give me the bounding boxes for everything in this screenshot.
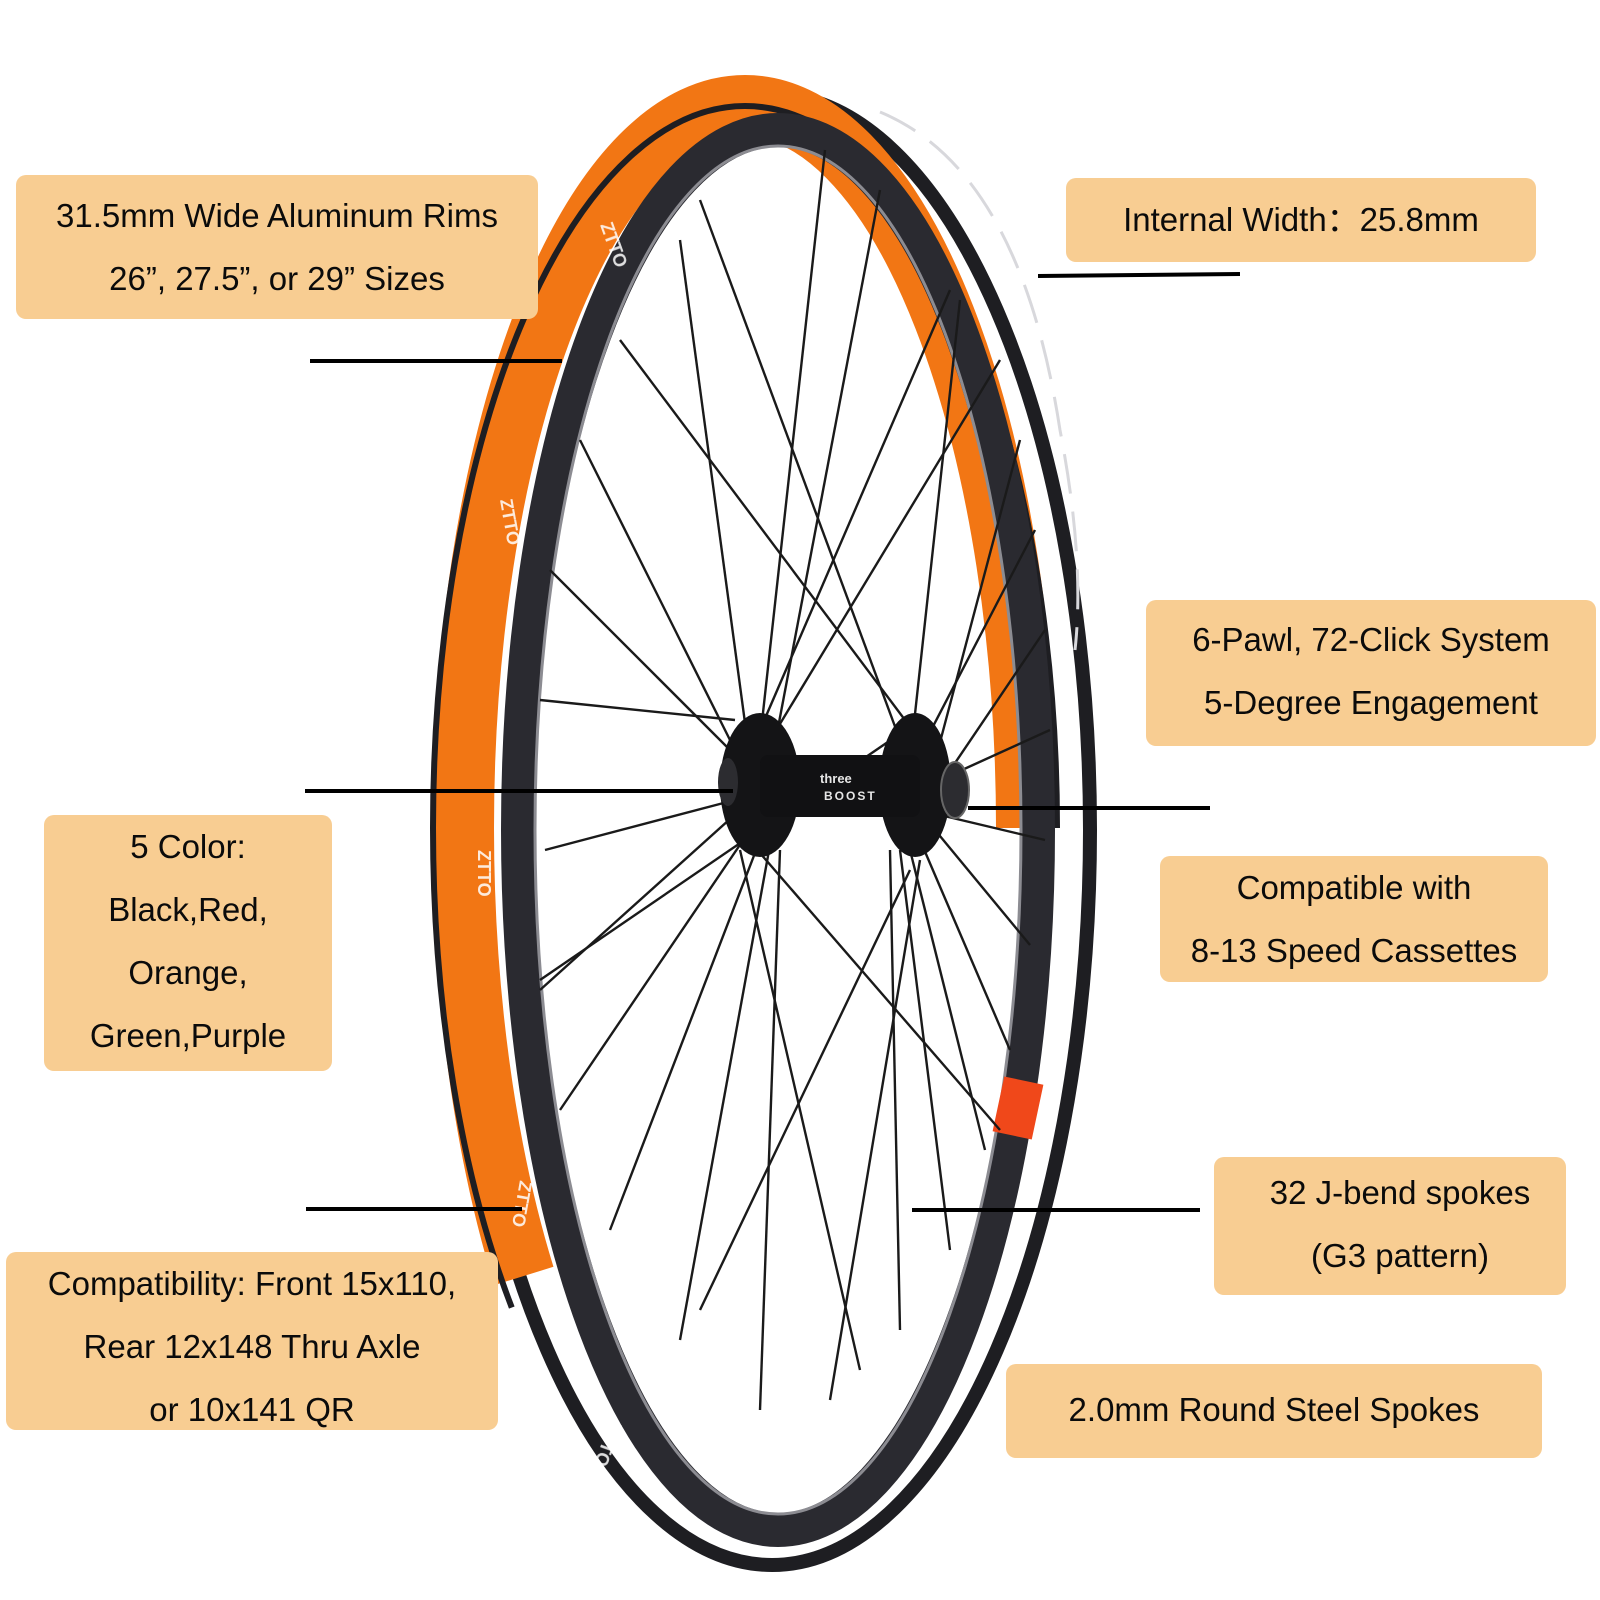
callout-text: or 10x141 QR [149, 1391, 355, 1428]
callout-axle: Compatibility: Front 15x110, Rear 12x148… [6, 1252, 498, 1430]
callout-text: 6-Pawl, 72-Click System [1192, 621, 1550, 658]
callout-text: 8-13 Speed Cassettes [1190, 932, 1518, 969]
callout-text: 32 J-bend spokes [1269, 1174, 1531, 1211]
callout-spokes-pattern: 32 J-bend spokes (G3 pattern) [1214, 1157, 1566, 1295]
callout-text: Black,Red, [108, 891, 268, 928]
leader-line-spokes [912, 1208, 1200, 1212]
leader-line-rim-width [310, 359, 562, 363]
callout-text: Green,Purple [89, 1017, 287, 1054]
callout-text: 31.5mm Wide Aluminum Rims [56, 197, 498, 234]
callout-text: Rear 12x148 Thru Axle [83, 1328, 421, 1365]
callout-text: 5 Color: [130, 828, 246, 865]
callout-text: 5-Degree Engagement [1204, 684, 1538, 721]
leader-line-axle [306, 1207, 522, 1211]
callout-spokes-material: 2.0mm Round Steel Spokes [1006, 1364, 1542, 1458]
callout-internal-width: Internal Width：25.8mm [1066, 178, 1536, 262]
callout-colors: 5 Color: Black,Red, Orange, Green,Purple [44, 815, 332, 1071]
rim [430, 75, 1097, 1581]
hub-logo-line1: three [820, 771, 852, 786]
callout-text: 26”, 27.5”, or 29” Sizes [109, 260, 445, 297]
callout-text: 2.0mm Round Steel Spokes [1068, 1391, 1480, 1428]
callout-text: (G3 pattern) [1311, 1237, 1489, 1274]
callout-pawl-system: 6-Pawl, 72-Click System 5-Degree Engagem… [1146, 600, 1596, 746]
svg-text:ZTTO: ZTTO [474, 850, 494, 897]
hub: three BOOST [718, 713, 970, 857]
leader-line-colors [305, 789, 733, 793]
callout-text: Orange, [128, 954, 248, 991]
hub-logo-line2: BOOST [824, 789, 877, 803]
callout-text: Compatibility: Front 15x110, [47, 1265, 457, 1302]
callout-text: Compatible with [1236, 869, 1472, 906]
callout-text: Internal Width：25.8mm [1123, 201, 1479, 238]
spokes [539, 149, 1051, 1411]
callout-rim-width: 31.5mm Wide Aluminum Rims 26”, 27.5”, or… [16, 175, 538, 319]
leader-line-pawl [968, 806, 1210, 810]
callout-cassette: Compatible with 8-13 Speed Cassettes [1160, 856, 1548, 982]
